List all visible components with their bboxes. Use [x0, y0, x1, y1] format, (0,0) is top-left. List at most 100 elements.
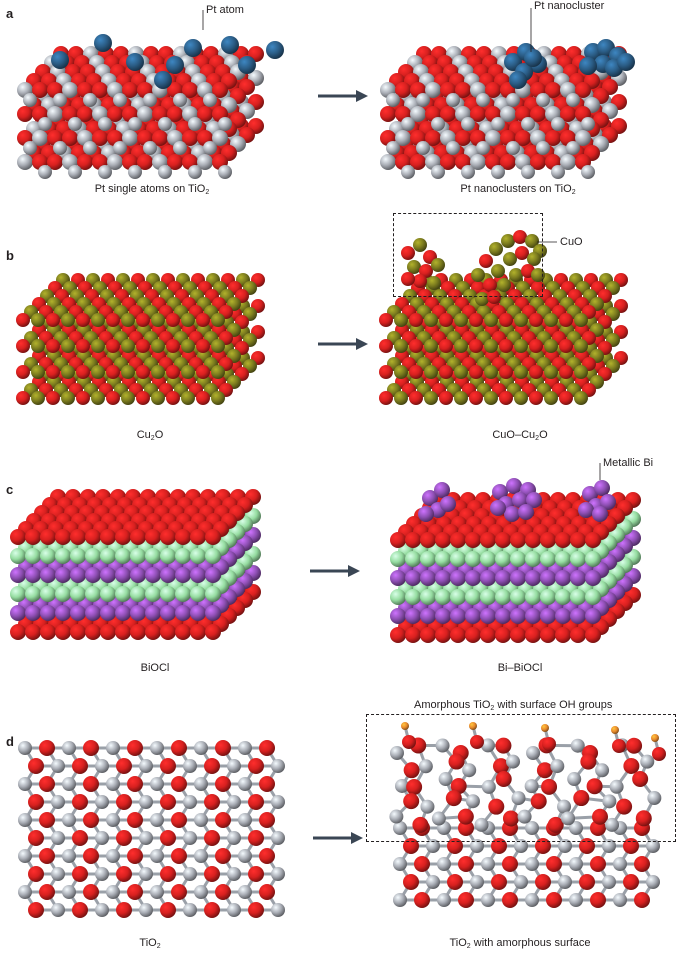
oxygen-atom — [439, 339, 453, 353]
titanium-atom — [613, 893, 627, 907]
oxygen-atom — [175, 529, 191, 545]
cuo-atom — [497, 278, 511, 292]
oxygen-atom — [171, 884, 187, 900]
copper-atom — [544, 391, 558, 405]
oxygen-atom — [458, 892, 474, 908]
titanium-atom — [470, 154, 486, 170]
chlorine-atom — [85, 548, 101, 564]
cuo-atom — [527, 252, 541, 266]
copper-atom — [31, 391, 45, 405]
oxygen-atom — [445, 790, 462, 807]
bismuth-atom — [130, 567, 146, 583]
oxygen-atom — [491, 838, 507, 854]
pt-atom-callout: Pt atom — [206, 4, 244, 16]
transformation-arrow-a — [318, 88, 368, 109]
oxygen-atom — [495, 737, 512, 754]
titanium-atom — [38, 165, 52, 179]
oxygen-atom — [136, 391, 150, 405]
oxygen-atom — [46, 365, 60, 379]
copper-atom — [151, 313, 165, 327]
bismuth-atom — [555, 570, 571, 586]
oxygen-atom — [469, 365, 483, 379]
oxygen-atom — [530, 793, 547, 810]
titanium-atom — [51, 795, 65, 809]
titanium-atom — [95, 759, 109, 773]
pt-cluster-atom — [509, 71, 527, 89]
titanium-atom — [470, 875, 484, 889]
chlorine-atom — [480, 551, 496, 567]
titanium-atom — [551, 165, 565, 179]
oxygen-atom — [435, 627, 451, 643]
titanium-atom — [83, 141, 97, 155]
titanium-atom — [95, 795, 109, 809]
chlorine-atom — [420, 589, 436, 605]
chlorine-atom — [390, 589, 406, 605]
titanium-atom — [550, 759, 565, 774]
biocl-structure — [10, 489, 261, 640]
copper-atom — [544, 365, 558, 379]
bismuth-atom — [420, 608, 436, 624]
oxygen-atom — [590, 892, 606, 908]
oxygen-atom — [580, 753, 597, 770]
oxygen-atom — [167, 154, 183, 170]
transformation-arrow-b — [318, 336, 368, 357]
oxygen-atom — [380, 106, 396, 122]
oxygen-atom — [530, 106, 546, 122]
oxygen-atom — [409, 391, 423, 405]
bismuth-atom — [55, 605, 71, 621]
titanium-atom — [68, 117, 82, 131]
cuo-atom — [531, 268, 545, 282]
tio2-structure — [18, 740, 285, 918]
titanium-atom — [139, 795, 153, 809]
oxygen-atom — [458, 820, 474, 836]
titanium-atom — [506, 93, 520, 107]
oxygen-atom — [555, 627, 571, 643]
titanium-atom — [158, 117, 172, 131]
oxygen-atom — [570, 532, 586, 548]
oxygen-atom — [39, 848, 55, 864]
titanium-atom — [569, 821, 583, 835]
oxygen-atom — [403, 793, 420, 810]
chlorine-atom — [495, 589, 511, 605]
cuo-atom — [483, 278, 497, 292]
titanium-atom — [83, 93, 97, 107]
metallic-bi-atom — [418, 506, 434, 522]
titanium-atom — [416, 93, 430, 107]
oxygen-atom — [122, 82, 138, 98]
bismuth-atom — [450, 570, 466, 586]
titanium-atom — [461, 117, 475, 131]
titanium-atom — [506, 141, 520, 155]
oxygen-atom — [16, 365, 30, 379]
oxygen-atom — [439, 365, 453, 379]
bismuth-atom — [480, 570, 496, 586]
copper-atom — [181, 313, 195, 327]
metallic-bi-atom — [592, 506, 608, 522]
chlorine-atom — [85, 586, 101, 602]
titanium-atom — [51, 831, 65, 845]
cuo-atom — [427, 276, 441, 290]
oxygen-atom — [540, 627, 556, 643]
titanium-atom — [536, 141, 550, 155]
titanium-atom — [47, 106, 63, 122]
oxygen-atom — [39, 776, 55, 792]
titanium-atom — [525, 821, 539, 835]
titanium-atom — [18, 849, 32, 863]
oxygen-atom — [166, 365, 180, 379]
oxygen-atom — [215, 848, 231, 864]
titanium-atom — [38, 117, 52, 131]
oxygen-atom — [502, 856, 518, 872]
titanium-atom — [183, 903, 197, 917]
oxygen-atom — [469, 313, 483, 327]
titanium-atom — [558, 875, 572, 889]
chlorine-atom — [55, 548, 71, 564]
oxygen-atom — [145, 529, 161, 545]
titanium-atom — [536, 93, 550, 107]
cuo-atom — [431, 258, 445, 272]
oxygen-atom — [55, 624, 71, 640]
oxygen-atom — [92, 130, 108, 146]
titanium-atom — [511, 791, 526, 806]
titanium-atom — [431, 165, 445, 179]
oxygen-atom — [72, 902, 88, 918]
metallic-bi-atom — [490, 500, 506, 516]
pt-single-atom — [238, 56, 256, 74]
